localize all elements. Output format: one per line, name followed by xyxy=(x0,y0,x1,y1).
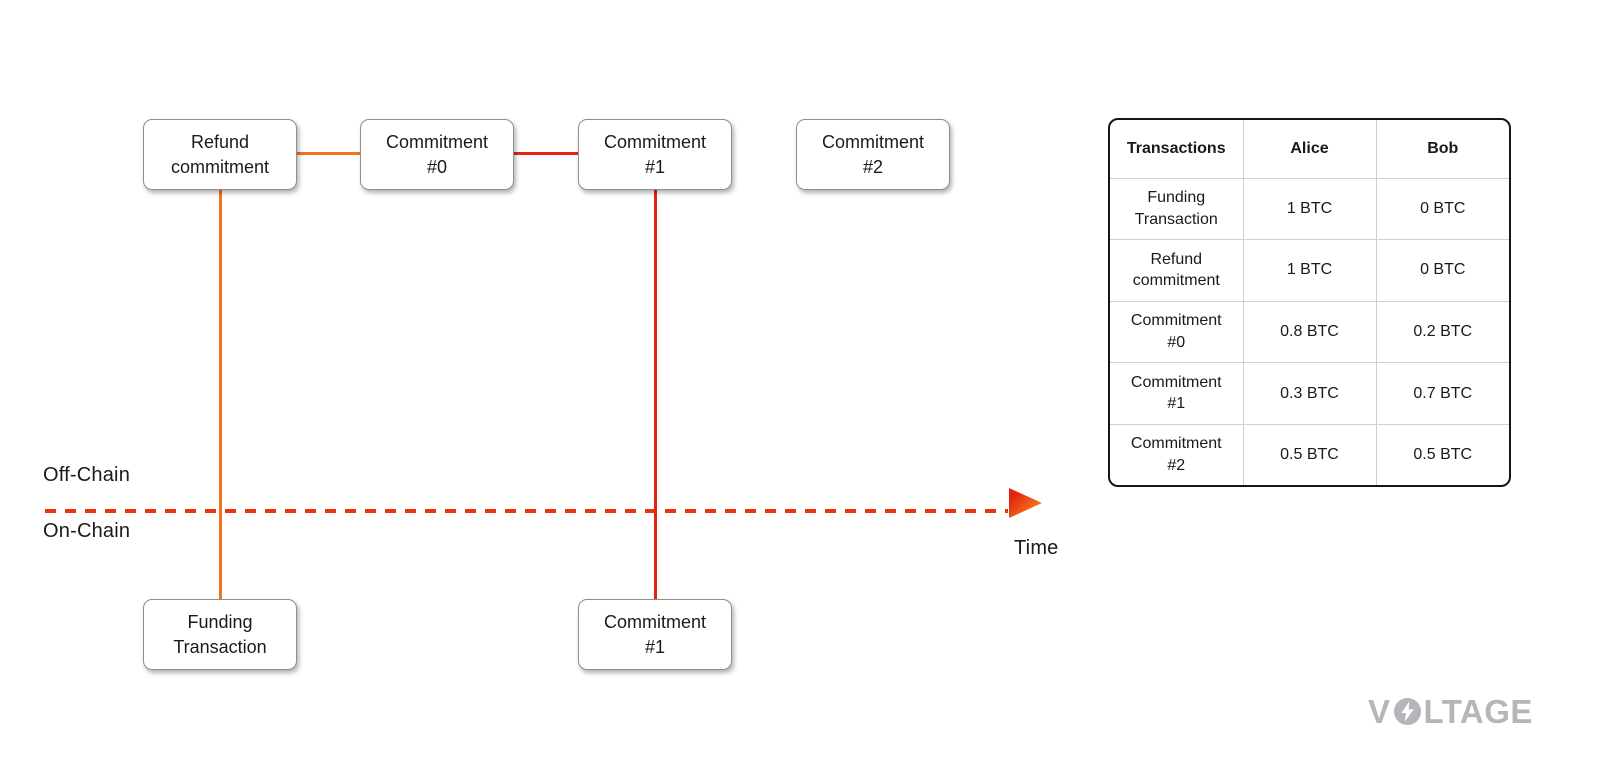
cell-line: #2 xyxy=(1167,456,1186,474)
connector-commitment0-to-commitment1 xyxy=(512,152,580,155)
transaction-name-cell: Refund commitment xyxy=(1110,239,1244,302)
table-row: Refund commitment 1 BTC 0 BTC xyxy=(1110,239,1509,302)
table-header-row: Transactions Alice Bob xyxy=(1110,120,1509,179)
cell-line: Funding xyxy=(1147,189,1206,207)
cell-line: Commitment xyxy=(1130,373,1222,391)
logo-text-ltage: LTAGE xyxy=(1423,693,1533,730)
node-label-line: #2 xyxy=(862,156,884,177)
node-label-line: #0 xyxy=(426,156,448,177)
cell-line: Transaction xyxy=(1134,210,1218,228)
connector-refund-to-commitment0 xyxy=(295,152,362,155)
off-chain-label: Off-Chain xyxy=(43,464,131,486)
time-axis-label: Time xyxy=(1014,537,1059,559)
cell-line: Commitment xyxy=(1130,312,1222,330)
connector-commitment1-offchain-to-onchain xyxy=(654,188,657,601)
bob-balance-cell: 0 BTC xyxy=(1375,239,1509,302)
table-row: Funding Transaction 1 BTC 0 BTC xyxy=(1110,177,1509,241)
table-row: Commitment #0 0.8 BTC 0.2 BTC xyxy=(1110,300,1509,364)
funding-transaction-node: Funding Transaction xyxy=(143,599,297,670)
bob-balance-cell: 0.7 BTC xyxy=(1375,362,1509,425)
column-header-bob: Bob xyxy=(1375,120,1509,179)
node-label-line: Refund xyxy=(190,132,250,153)
transaction-name-cell: Commitment #2 xyxy=(1110,423,1244,485)
commitment-1-offchain-node: Commitment #1 xyxy=(578,119,732,190)
bob-balance-cell: 0 BTC xyxy=(1375,177,1509,241)
commitment-1-onchain-node: Commitment #1 xyxy=(578,599,732,670)
timeline-dashed-axis xyxy=(45,509,1008,513)
alice-balance-cell: 0.8 BTC xyxy=(1242,300,1377,364)
node-label-line: #1 xyxy=(644,156,666,177)
column-header-alice: Alice xyxy=(1242,120,1377,179)
transaction-name-cell: Funding Transaction xyxy=(1110,177,1244,241)
balance-table: Transactions Alice Bob Funding Transacti… xyxy=(1108,118,1511,487)
refund-commitment-node: Refund commitment xyxy=(143,119,297,190)
alice-balance-cell: 1 BTC xyxy=(1242,239,1377,302)
node-label-line: Commitment xyxy=(821,132,924,153)
bob-balance-cell: 0.5 BTC xyxy=(1375,423,1509,485)
node-label-line: Commitment xyxy=(603,132,706,153)
logo-text-v: V xyxy=(1368,693,1391,730)
column-header-transactions: Transactions xyxy=(1110,120,1244,179)
alice-balance-cell: 1 BTC xyxy=(1242,177,1377,241)
node-label-line: Commitment xyxy=(603,612,706,633)
voltage-logo: V LTAGE xyxy=(1368,695,1533,728)
commitment-2-node: Commitment #2 xyxy=(796,119,950,190)
bob-balance-cell: 0.2 BTC xyxy=(1375,300,1509,364)
alice-balance-cell: 0.3 BTC xyxy=(1242,362,1377,425)
timeline-arrowhead-icon xyxy=(1009,488,1042,518)
cell-line: #1 xyxy=(1167,395,1186,413)
node-label-line: #1 xyxy=(644,636,666,657)
transaction-name-cell: Commitment #1 xyxy=(1110,362,1244,425)
connector-refund-to-funding xyxy=(219,188,222,601)
alice-balance-cell: 0.5 BTC xyxy=(1242,423,1377,485)
commitment-0-node: Commitment #0 xyxy=(360,119,514,190)
lightning-bolt-icon xyxy=(1393,697,1421,726)
on-chain-label: On-Chain xyxy=(43,520,131,542)
node-label-line: commitment xyxy=(170,156,269,177)
node-label-line: Funding xyxy=(187,612,253,633)
table-row: Commitment #1 0.3 BTC 0.7 BTC xyxy=(1110,362,1509,425)
cell-line: #0 xyxy=(1167,333,1186,351)
node-label-line: Transaction xyxy=(173,636,267,657)
cell-line: Commitment xyxy=(1130,435,1222,453)
cell-line: Refund xyxy=(1150,250,1203,268)
cell-line: commitment xyxy=(1132,272,1220,290)
transaction-name-cell: Commitment #0 xyxy=(1110,300,1244,364)
table-row: Commitment #2 0.5 BTC 0.5 BTC xyxy=(1110,423,1509,485)
node-label-line: Commitment xyxy=(385,132,488,153)
